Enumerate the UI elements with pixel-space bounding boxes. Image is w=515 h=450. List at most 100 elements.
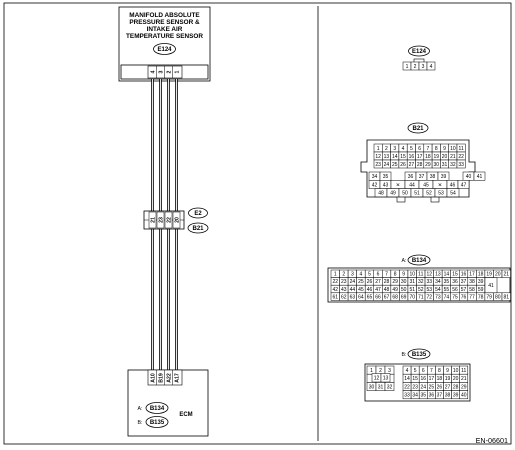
pin-number: 1 [334,272,337,278]
pin-number: 15 [412,376,418,382]
pin-number: 38 [445,393,451,399]
connector-latch [396,196,406,203]
pin-number: 38 [469,279,475,285]
pin-number: 14 [404,376,410,382]
pin-cell [501,292,511,301]
pin-number: 23 [341,279,347,285]
pin-cell [446,188,460,198]
pin-number: 16 [461,272,467,278]
sensor-pin-number: 1 [174,70,180,73]
pin-number: 2 [385,146,388,152]
pin-number: 35 [444,279,450,285]
pin-number: 31 [442,162,448,168]
pin-number: 26 [400,162,406,168]
sensor-pin-number: 3 [158,70,164,73]
connector-view-label: B134 [412,258,427,264]
pin-number: 28 [453,384,459,390]
joint-pin-number: 23 [158,217,164,223]
ecm-pin-number: A17 [174,373,180,383]
pin-number: 2 [379,368,382,374]
pin-number: 31 [409,279,415,285]
pin-number: 7 [430,368,433,374]
pin-number: 4 [360,272,363,278]
pin-number: 41 [488,283,494,289]
pin-number: 1 [370,368,373,374]
pin-number: 48 [384,287,390,293]
connector-latch [430,196,440,203]
pin-number: 30 [401,279,407,285]
pin-number: 17 [429,376,435,382]
ecm-pin-number: A22 [166,373,172,383]
pin-number: 19 [445,376,451,382]
pin-number: 39 [441,174,447,180]
pin-number: 25 [392,162,398,168]
pin-number: 26 [437,384,443,390]
pin-number: 21 [503,272,509,278]
pin-number: 53 [438,191,444,197]
page-border [3,2,512,445]
pin-number: 50 [402,191,408,197]
pin-number: 17 [417,154,423,160]
pin-number: 3 [422,64,425,70]
pin-number: 6 [418,146,421,152]
pin-number: 49 [390,191,396,197]
sensor-pin-number: 4 [150,70,156,73]
pin-number: 25 [358,279,364,285]
pin-number: ✕ [396,182,400,188]
pin-number: 31 [378,384,384,390]
sensor-module: MANIFOLD ABSOLUTE PRESSURE SENSOR & INTA… [118,6,211,82]
pin-number: 7 [427,146,430,152]
pin-number: 13 [383,376,389,382]
pin-number: 73 [435,294,441,300]
pin-number: 19 [433,154,439,160]
ecm-connector-letter: B: [138,420,143,426]
pin-cell [459,390,469,400]
pin-number: 47 [461,182,467,188]
pin-number: 1 [406,64,409,70]
ecm-pin-number: A10 [150,373,156,383]
connector-oval [153,43,176,55]
connector-oval [408,45,430,57]
pin-number: 24 [350,279,356,285]
pin-number: 22 [332,279,338,285]
pin-number: 3 [351,272,354,278]
pin-number: 12 [375,154,381,160]
pin-number: 14 [444,272,450,278]
pin-number: ✕ [438,182,442,188]
pin-number: 44 [350,287,356,293]
pin-number: 24 [384,162,390,168]
pin-number: 78 [478,294,484,300]
pin-number: 4 [406,368,409,374]
pin-number: 8 [438,368,441,374]
pin-number: 36 [408,174,414,180]
pin-number: 49 [392,287,398,293]
pin-number: 8 [394,272,397,278]
pin-number: 33 [427,279,433,285]
pin-number: 27 [409,162,415,168]
pin-number: 32 [387,384,393,390]
connector-oval [407,122,429,134]
joint-connector-label: B21 [192,226,204,232]
pin-number: 39 [453,393,459,399]
pin-number: 69 [401,294,407,300]
pin-number: 58 [469,287,475,293]
pin-number: 32 [418,279,424,285]
joint-pin [164,211,173,229]
pin-number: 42 [372,182,378,188]
pin-number: 5 [410,146,413,152]
pin-number: 51 [409,287,415,293]
pin-number: 10 [450,146,456,152]
connector-view-label: E124 [412,49,427,55]
pin-cell [501,269,511,278]
pin-number: 59 [478,287,484,293]
pin-number: 43 [383,182,389,188]
pin-number: 13 [435,272,441,278]
pin-number: 5 [368,272,371,278]
pin-number: 47 [375,287,381,293]
ecm-connector-label: B134 [150,406,165,412]
joint-pin-number: 22 [166,217,172,223]
pin-number: 63 [350,294,356,300]
